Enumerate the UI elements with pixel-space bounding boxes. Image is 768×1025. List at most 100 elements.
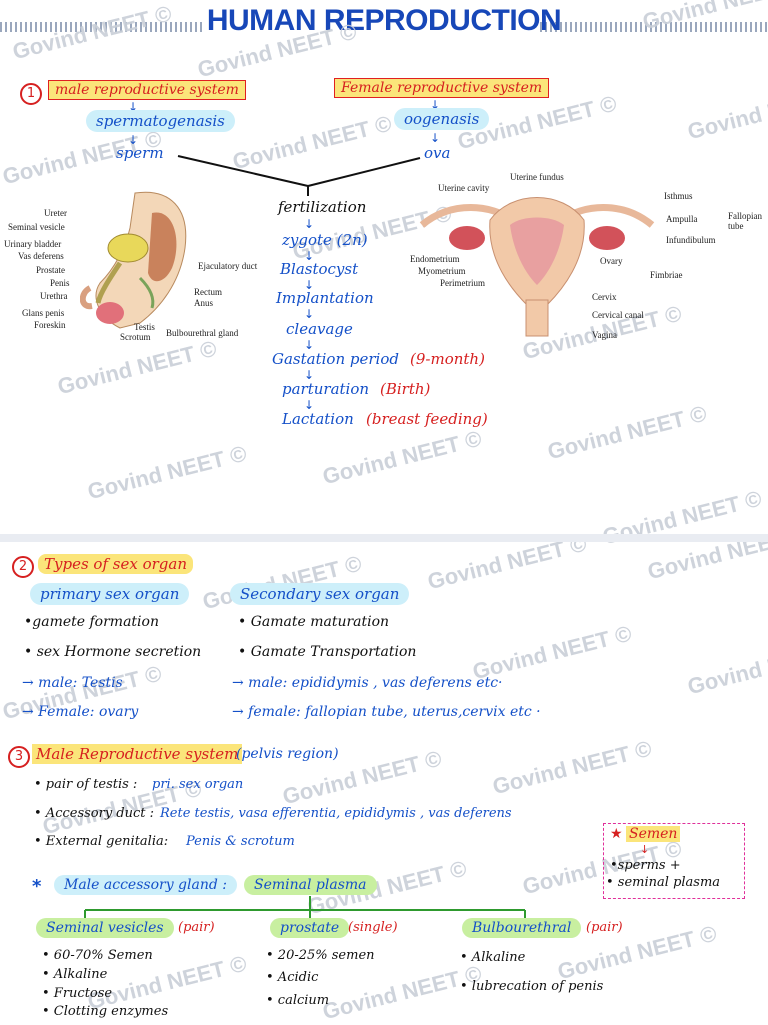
asterisk-icon: * [32, 876, 42, 897]
title-stripe-right [540, 22, 768, 32]
label-uterine-fundus: Uterine fundus [510, 172, 564, 182]
oogenesis-label: oogenasis [394, 108, 490, 130]
watermark: Govind NEET © [545, 400, 710, 465]
label-endometrium: Endometrium [410, 254, 460, 264]
label-ejaculatory-duct: Ejaculatory duct [198, 261, 258, 271]
ova-label: ova [424, 144, 451, 162]
spermatogenesis-label: spermatogenasis [86, 110, 235, 132]
arrow-down-icon: ↓ [304, 368, 315, 382]
label-urethra: Urethra [40, 291, 68, 301]
seminal-vesicles-point: • 60-70% Semen [42, 948, 153, 963]
note-lactation: (breast feeding) [366, 410, 488, 428]
label-infundibulum: Infundibulum [666, 235, 716, 245]
label-cervix: Cervix [592, 292, 617, 302]
label-rectum: Rectum [194, 287, 222, 297]
section-number-2: 2 [12, 556, 34, 578]
label-fallopian-tube: Fallopian tube [728, 211, 762, 231]
label-glans-penis: Glans penis [22, 308, 65, 318]
arrow-down-icon: ↓ [128, 133, 139, 147]
prostate-point: • calcium [266, 993, 330, 1008]
label-seminal-vesicle: Seminal vesicle [8, 222, 65, 232]
watermark: Govind NEET © [320, 425, 485, 490]
seminal-vesicles-point: • Alkaline [42, 967, 108, 982]
secondary-point: • Gamate maturation [238, 614, 390, 630]
external-genitalia-value: Penis & scrotum [186, 834, 295, 849]
watermark: Govind NEET © [55, 335, 220, 400]
star-icon: ★ [610, 826, 623, 842]
male-system-box: male reproductive system [48, 80, 246, 100]
gland-prostate-tag: (single) [348, 920, 398, 935]
gland-seminal-vesicles: Seminal vesicles [36, 918, 174, 938]
semen-title: Semen [626, 826, 681, 842]
label-penis: Penis [50, 278, 70, 288]
primary-point: •gamete formation [24, 614, 159, 630]
label-myometrium: Myometrium [418, 266, 466, 276]
gland-bulbourethral-tag: (pair) [586, 920, 623, 935]
male-reproductive-diagram [80, 191, 187, 329]
step-gestation: Gastation period [272, 350, 399, 368]
watermark: Govind NEET © [685, 636, 768, 700]
section-divider [0, 534, 768, 542]
accessory-gland-label: Male accessory gland : [54, 875, 237, 895]
label-uterine-cavity: Uterine cavity [438, 183, 490, 193]
pelvis-region-note: (pelvis region) [236, 746, 339, 762]
label-prostate: Prostate [36, 265, 65, 275]
primary-heading: primary sex organ [30, 583, 190, 605]
primary-point: • sex Hormone secretion [24, 644, 202, 660]
arrow-down-icon: ↓ [304, 249, 315, 263]
label-ureter: Ureter [44, 208, 67, 218]
arrow-down-icon: ↓ [304, 307, 315, 321]
external-genitalia-label: • External genitalia: [34, 834, 169, 849]
accessory-duct-label: • Accessory duct : [34, 806, 155, 821]
gland-prostate: prostate [270, 918, 350, 938]
arrow-down-icon: ↓ [304, 398, 315, 412]
title-stripe-left [0, 22, 205, 32]
arrow-down-icon: ↓ [304, 338, 315, 352]
seminal-plasma-label: Seminal plasma [244, 875, 377, 895]
prostate-point: • 20-25% semen [266, 948, 375, 963]
primary-male: → male: Testis [22, 675, 123, 691]
label-perimetrium: Perimetrium [440, 278, 485, 288]
arrow-down-icon: ↓ [304, 217, 315, 231]
seminal-vesicles-point: • Fructose [42, 986, 113, 1001]
label-fimbriae: Fimbriae [650, 270, 683, 280]
step-implantation: Implantation [276, 289, 374, 307]
semen-box [603, 823, 745, 899]
female-system-box: Female reproductive system [334, 78, 550, 98]
label-vagina: Vagina [592, 330, 617, 340]
step-cleavage: cleavage [286, 320, 353, 338]
step-fertilization: fertilization [278, 198, 367, 216]
label-vas-deferens: Vas deferens [18, 251, 64, 261]
gland-bulbourethral: Bulbourethral [462, 918, 582, 938]
prostate-point: • Acidic [266, 970, 319, 985]
label-ovary: Ovary [600, 256, 623, 266]
section-number-1: 1 [20, 83, 42, 105]
label-testis: Testis [134, 322, 155, 332]
female-reproductive-diagram [419, 197, 655, 337]
secondary-heading: Secondary sex organ [230, 583, 410, 605]
arrow-down-icon: ↓ [640, 843, 650, 856]
arrow-down-icon: ↓ [430, 98, 441, 112]
arrow-down-icon: ↓ [304, 278, 315, 292]
watermark: Govind NEET © [85, 440, 250, 505]
merge-lines [177, 155, 421, 196]
bulbourethral-point: • Alkaline [460, 950, 526, 965]
arrow-down-icon: ↓ [430, 131, 441, 145]
label-scrotum: Scrotum [120, 332, 151, 342]
secondary-point: • Gamate Transportation [238, 644, 417, 660]
semen-point: • seminal plasma [606, 875, 721, 890]
label-anus: Anus [194, 298, 214, 308]
types-heading: Types of sex organ [38, 554, 193, 574]
secondary-female: → female: fallopian tube, uterus,cervix … [232, 704, 541, 720]
testis-label: • pair of testis : [34, 777, 138, 792]
bulbourethral-point: • lubrecation of penis [460, 979, 604, 994]
label-ampulla: Ampulla [666, 214, 698, 224]
section-number-3: 3 [8, 746, 30, 768]
step-parturition: parturation [282, 380, 370, 398]
note-gestation: (9-month) [410, 350, 485, 368]
step-lactation: Lactation [282, 410, 354, 428]
note-parturition: (Birth) [380, 380, 431, 398]
label-foreskin: Foreskin [34, 320, 66, 330]
arrow-down-icon: ↓ [128, 100, 139, 114]
step-zygote: zygote (2n) [282, 231, 368, 249]
